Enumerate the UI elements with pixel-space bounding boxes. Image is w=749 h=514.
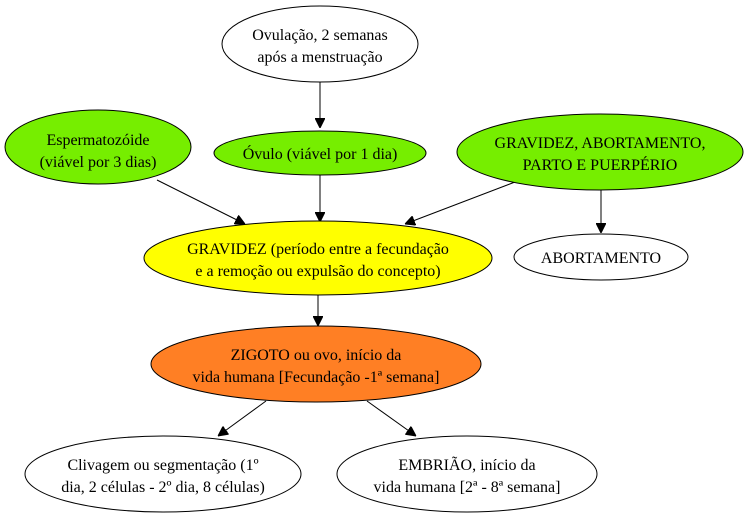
edge-zigoto-clivagem bbox=[218, 400, 267, 436]
node-label-line1: Óvulo (viável por 1 dia) bbox=[243, 144, 398, 163]
node-shape bbox=[143, 220, 493, 296]
node-label-line2: e a remoção ou expulsão do concepto) bbox=[195, 263, 440, 280]
node-label-line2: PARTO E PUERPÉRIO bbox=[523, 155, 678, 174]
node-shape bbox=[513, 233, 689, 281]
node-gravidez: GRAVIDEZ (período entre a fecundação e a… bbox=[143, 220, 493, 296]
edge-gravidez-aborto-parto-gravidez bbox=[405, 181, 516, 224]
node-label-line1: ZIGOTO ou ovo, início da bbox=[231, 347, 402, 364]
node-ovulo: Óvulo (viável por 1 dia) bbox=[213, 130, 427, 176]
node-shape bbox=[150, 325, 482, 403]
node-shape bbox=[4, 109, 192, 185]
node-embriao: EMBRIÃO, início da vida humana [2ª - 8ª … bbox=[336, 435, 598, 513]
node-shape bbox=[213, 130, 427, 176]
node-label-line2: (viável por 3 dias) bbox=[40, 154, 157, 171]
node-label-line1: GRAVIDEZ, ABORTAMENTO, bbox=[495, 135, 706, 152]
node-label-line1: GRAVIDEZ (período entre a fecundação bbox=[187, 241, 449, 258]
node-label-line2: após a menstruação bbox=[257, 49, 382, 66]
node-abortamento: ABORTAMENTO bbox=[513, 233, 689, 281]
node-label-line1: Clivagem ou segmentação (1º bbox=[67, 457, 258, 474]
node-label-line1: ABORTAMENTO bbox=[541, 250, 661, 267]
node-shape bbox=[336, 435, 598, 513]
node-zigoto: ZIGOTO ou ovo, início da vida humana [Fe… bbox=[150, 325, 482, 403]
node-espermatozoide: Espermatozóide (viável por 3 dias) bbox=[4, 109, 192, 185]
edges bbox=[156, 82, 601, 436]
node-label-line1: EMBRIÃO, início da bbox=[398, 456, 535, 474]
node-shape bbox=[24, 435, 302, 513]
node-shape bbox=[456, 113, 744, 191]
node-label-line2: vida humana [Fecundação -1ª semana] bbox=[193, 369, 440, 386]
node-label-line2: dia, 2 células - 2º dia, 8 células) bbox=[61, 479, 265, 496]
edge-espermatozoide-gravidez bbox=[156, 179, 245, 224]
node-ovulacao: Ovulação, 2 semanas após a menstruação bbox=[221, 5, 419, 83]
node-shape bbox=[221, 5, 419, 83]
node-clivagem: Clivagem ou segmentação (1º dia, 2 célul… bbox=[24, 435, 302, 513]
node-label-line2: vida humana [2ª - 8ª semana] bbox=[374, 479, 561, 496]
node-label-line1: Espermatozóide bbox=[46, 132, 149, 149]
node-label-line1: Ovulação, 2 semanas bbox=[252, 27, 388, 44]
node-gravidez-aborto-parto: GRAVIDEZ, ABORTAMENTO, PARTO E PUERPÉRIO bbox=[456, 113, 744, 191]
edge-zigoto-embriao bbox=[366, 400, 416, 436]
